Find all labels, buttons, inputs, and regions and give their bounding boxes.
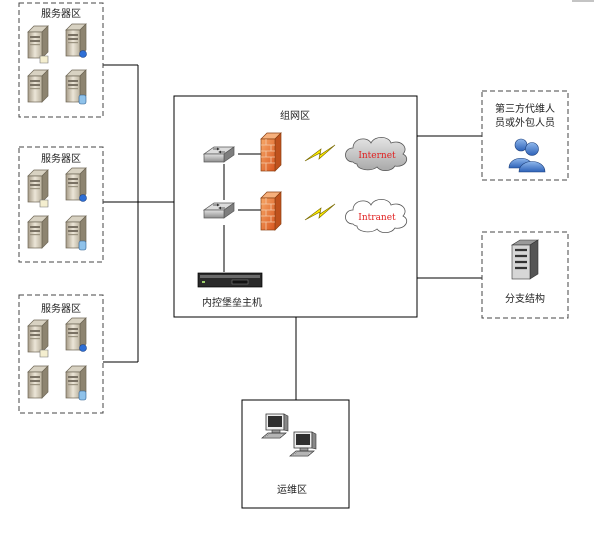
switch-icon xyxy=(203,202,235,219)
branch-zone: 分支结构 xyxy=(481,231,569,319)
firewall-icon xyxy=(260,191,282,231)
server-zone-1-label: 服务器区 xyxy=(41,7,81,20)
server-zone-2: 服务器区 xyxy=(18,146,104,263)
internet-label: Internet xyxy=(358,151,396,161)
server-icon xyxy=(27,25,49,64)
server-icon xyxy=(65,69,87,105)
server-icon xyxy=(65,215,87,251)
ops-zone-label: 运维区 xyxy=(277,483,307,496)
ops-zone: 运维区 xyxy=(241,399,350,509)
firewall-icon xyxy=(260,132,282,172)
server-zone-3: 服务器区 xyxy=(18,294,104,414)
switch-icon xyxy=(203,146,235,163)
desktop-icon xyxy=(261,413,289,439)
server-icon xyxy=(65,23,87,58)
server-zone-1: 服务器区 xyxy=(18,2,104,118)
desktop-icon xyxy=(289,431,317,457)
users-icon xyxy=(508,138,546,173)
lightning-link-icon xyxy=(304,203,336,221)
intranet-label: Intranet xyxy=(358,213,396,223)
server-icon xyxy=(27,169,49,208)
bastion-host-icon xyxy=(197,272,263,288)
network-zone-label: 组网区 xyxy=(280,109,310,122)
branch-label: 分支结构 xyxy=(505,292,545,305)
server-icon xyxy=(65,365,87,401)
third-party-label-line1: 第三方代维人 xyxy=(495,102,555,115)
network-zone-border xyxy=(173,95,418,318)
server-zone-3-label: 服务器区 xyxy=(41,302,81,315)
building-icon xyxy=(510,239,540,280)
server-icon xyxy=(27,69,49,103)
server-icon xyxy=(27,319,49,358)
third-party-zone: 第三方代维人 员或外包人员 xyxy=(481,90,569,181)
lightning-link-icon xyxy=(304,144,336,162)
server-icon xyxy=(27,365,49,399)
third-party-label-line2: 员或外包人员 xyxy=(495,116,555,129)
connection-lines xyxy=(103,64,482,400)
server-icon xyxy=(65,167,87,202)
network-zone: 组网区 Internet Intranet 内控堡垒主机 xyxy=(173,95,418,318)
bastion-host-label: 内控堡垒主机 xyxy=(202,296,262,309)
server-icon xyxy=(27,215,49,249)
server-icon xyxy=(65,317,87,352)
server-zone-2-label: 服务器区 xyxy=(41,152,81,165)
